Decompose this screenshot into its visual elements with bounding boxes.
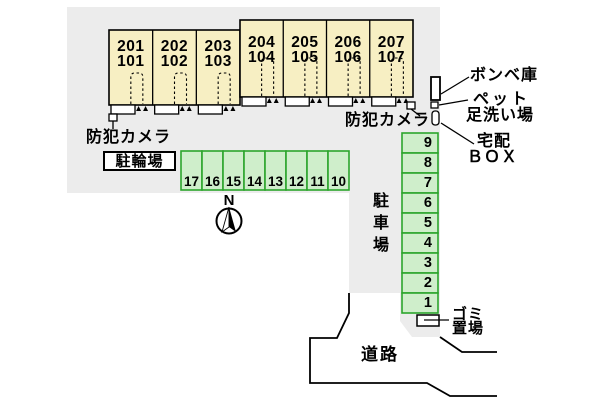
entrance-marker	[360, 98, 366, 103]
entry-path	[304, 57, 318, 96]
north-label: N	[223, 192, 235, 209]
unit-label: 205 105	[291, 34, 319, 66]
unit-label: 203 103	[204, 38, 232, 70]
entry-path	[173, 72, 188, 104]
pet-wash-station-icon	[430, 101, 439, 109]
parking-spaces-group	[180, 132, 439, 314]
parking-space-number: 7	[423, 175, 432, 191]
unit-label: 202 102	[160, 38, 189, 70]
delivery-box-label-line2: ＢＯＸ	[467, 149, 519, 166]
entry-path	[130, 72, 144, 104]
unit-label: 204 104	[247, 34, 276, 66]
garbage-label-line2: 置場	[452, 320, 485, 337]
bicycle-space-number: 10	[330, 174, 347, 189]
parking-space-number: 6	[423, 195, 432, 211]
security-camera-right-label: 防犯カメラ	[345, 112, 431, 129]
entry-path	[217, 72, 231, 104]
entrance-marker	[266, 98, 272, 103]
porch	[154, 104, 180, 115]
porch	[371, 96, 397, 107]
parking-space-number: 8	[423, 155, 432, 171]
entrance-marker	[310, 98, 316, 103]
security-camera-icon-right	[406, 101, 416, 110]
bicycle-space-number: 13	[267, 174, 284, 189]
bicycle-parking-label: 駐輪場	[103, 151, 176, 171]
security-camera-right-leader	[410, 108, 421, 117]
compass-icon	[215, 206, 243, 235]
parking-space-number: 3	[423, 255, 432, 271]
car-parking-label: 駐車場	[370, 192, 387, 258]
porch	[197, 104, 223, 115]
entrance-marker	[396, 98, 402, 103]
entrance-marker	[230, 106, 236, 111]
road-outline-right	[439, 336, 497, 353]
entry-path	[390, 57, 404, 96]
security-camera-left-label: 防犯カメラ	[86, 129, 172, 146]
entrance-marker	[136, 106, 142, 111]
pet-wash-leader	[438, 99, 469, 106]
entrance-marker	[316, 98, 322, 103]
gas-cylinder-leader	[440, 76, 470, 95]
parking-space-number: 5	[423, 215, 432, 231]
garbage-label-line1: ゴミ	[452, 306, 485, 323]
bicycle-space	[327, 150, 350, 191]
bicycle-space-number: 17	[183, 174, 200, 189]
road-outline-left	[309, 293, 497, 397]
building-group	[108, 19, 414, 115]
entrance-marker	[186, 106, 192, 111]
entrance-marker	[353, 98, 359, 103]
delivery-box-label-line1: 宅配	[477, 133, 512, 150]
entrance-marker	[179, 106, 185, 111]
entrance-marker	[143, 106, 149, 111]
delivery-box-icon	[431, 110, 440, 126]
delivery-box-leader	[440, 122, 475, 145]
parking-space	[401, 292, 439, 314]
unit-label: 206 106	[334, 34, 362, 66]
entrance-marker	[223, 106, 229, 111]
gas-cylinder-storage-icon	[430, 76, 441, 101]
bicycle-space-number: 11	[310, 174, 325, 189]
bicycle-space-number: 14	[246, 174, 263, 189]
porch	[110, 104, 136, 115]
parking-space-number: 9	[423, 135, 432, 151]
entrance-marker	[273, 98, 279, 103]
parking-space-number: 4	[423, 235, 432, 251]
parking-space-number: 2	[423, 275, 432, 291]
parking-space-number: 1	[423, 295, 432, 311]
unit-label: 201 101	[117, 38, 145, 70]
porch	[284, 96, 310, 107]
porch	[327, 96, 354, 107]
bicycle-space-number: 12	[288, 174, 305, 189]
porch	[241, 96, 267, 107]
gas-cylinder-storage-label: ボンベ庫	[470, 67, 539, 84]
unit-label: 207 107	[377, 34, 406, 66]
bicycle-space-number: 15	[225, 174, 242, 189]
pet-wash-label-line1: ペット	[473, 91, 531, 108]
pet-wash-label-line2: 足洗い場	[466, 107, 535, 124]
security-camera-icon-left	[108, 113, 118, 122]
entry-path	[261, 57, 275, 96]
road-label: 道路	[361, 345, 399, 364]
entry-path	[347, 57, 361, 96]
bicycle-space-number: 16	[204, 174, 221, 189]
